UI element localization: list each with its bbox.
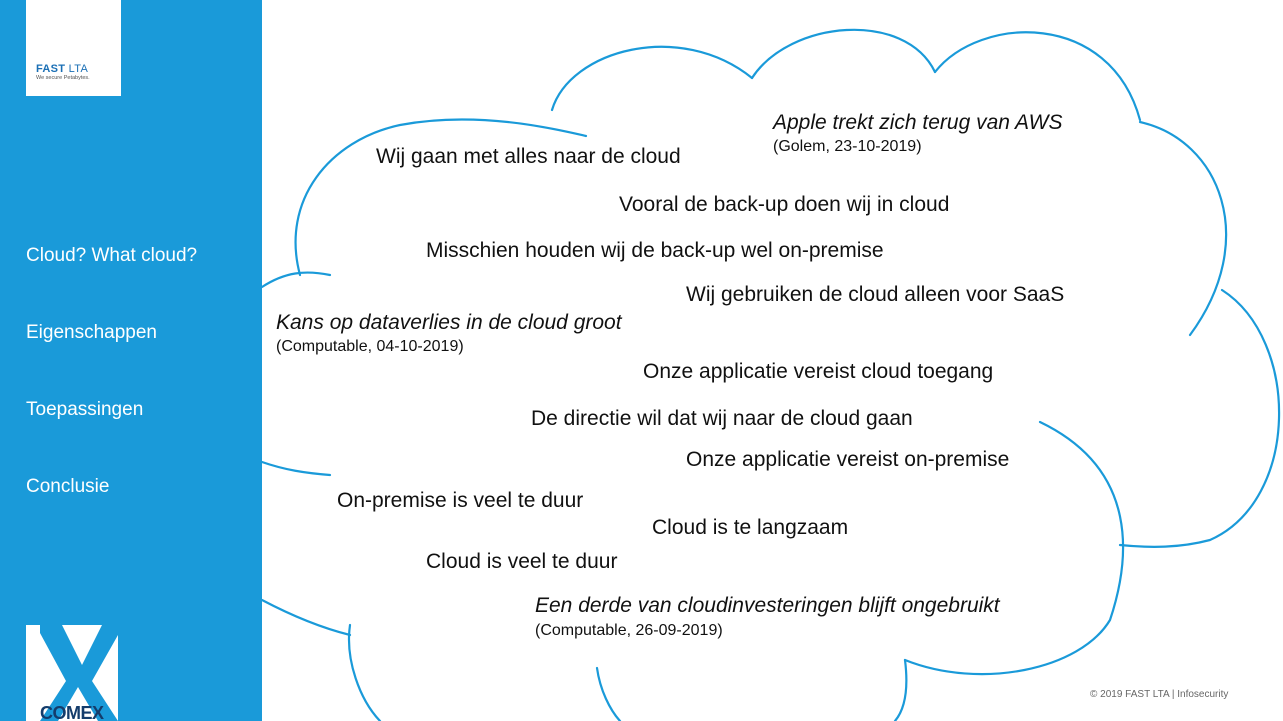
logo-brand: FAST LTA <box>36 63 89 75</box>
comex-logo: COMEX <box>26 625 118 721</box>
statement-text: Vooral de back-up doen wij in cloud <box>619 193 950 216</box>
headline-title: Apple trekt zich terug van AWS <box>773 111 1063 134</box>
headline-title: Een derde van cloudinvesteringen blijft … <box>535 594 1000 617</box>
statement-text: Wij gaan met alles naar de cloud <box>376 145 681 168</box>
statement-text: Onze applicatie vereist on-premise <box>686 448 1010 471</box>
statement-text: Wij gebruiken de cloud alleen voor SaaS <box>686 283 1065 306</box>
statement-text: Onze applicatie vereist cloud toegang <box>643 360 994 383</box>
comex-x-icon <box>40 625 118 721</box>
sidebar: FAST LTA We secure Petabytes. Cloud? Wha… <box>0 0 262 721</box>
statement-text: De directie wil dat wij naar de cloud ga… <box>531 407 913 430</box>
nav-item-cloud[interactable]: Cloud? What cloud? <box>26 245 198 266</box>
nav-item-conclusie[interactable]: Conclusie <box>26 476 110 497</box>
statement-text: Cloud is te langzaam <box>652 516 849 539</box>
headline-source: (Computable, 26-09-2019) <box>535 622 723 639</box>
headline-title: Kans op dataverlies in de cloud groot <box>276 311 622 334</box>
logo-tagline: We secure Petabytes. <box>36 75 90 81</box>
nav-item-toepassingen[interactable]: Toepassingen <box>26 399 144 420</box>
statement-text: Cloud is veel te duur <box>426 550 618 573</box>
fast-lta-logo: FAST LTA We secure Petabytes. <box>26 0 121 96</box>
headline-source: (Golem, 23-10-2019) <box>773 138 922 155</box>
statement-text: On-premise is veel te duur <box>337 489 584 512</box>
comex-wordmark: COMEX <box>40 703 104 721</box>
footer-copyright: © 2019 FAST LTA | Infosecurity <box>1090 689 1229 700</box>
statement-text: Misschien houden wij de back-up wel on-p… <box>426 239 884 262</box>
headline-source: (Computable, 04-10-2019) <box>276 338 464 355</box>
nav-item-eigenschappen[interactable]: Eigenschappen <box>26 322 157 343</box>
